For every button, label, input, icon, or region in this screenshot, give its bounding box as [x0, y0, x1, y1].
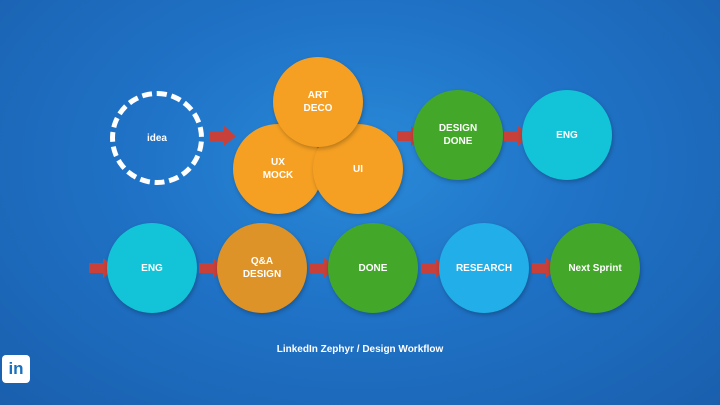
- done-label: DONE: [358, 262, 388, 274]
- eng-bottom-label: ENG: [141, 262, 163, 274]
- qa-design-label: Q&A DESIGN: [242, 256, 282, 280]
- idea-node: idea: [110, 91, 204, 185]
- research-node: RESEARCH: [439, 223, 529, 313]
- arrow-icon: [210, 126, 236, 146]
- logo-text: in: [8, 359, 24, 378]
- next-sprint-node: Next Sprint: [550, 223, 640, 313]
- eng-top-label: ENG: [556, 129, 578, 141]
- idea-label: idea: [146, 132, 167, 144]
- diagram-caption: LinkedIn Zephyr / Design Workflow: [276, 344, 444, 355]
- design-done-label: DESIGN DONE: [438, 123, 478, 147]
- eng-top-node: ENG: [522, 90, 612, 180]
- next-sprint-label: Next Sprint: [568, 262, 622, 274]
- qa-design-node: Q&A DESIGN: [217, 223, 307, 313]
- done-node: DONE: [328, 223, 418, 313]
- art-deco-label: ART DECO: [303, 90, 333, 114]
- linkedin-logo-icon: in: [2, 355, 30, 383]
- ui-label: UI: [353, 163, 363, 175]
- design-done-node: DESIGN DONE: [413, 90, 503, 180]
- ux-mock-label: UX MOCK: [262, 157, 294, 181]
- eng-bottom-node: ENG: [107, 223, 197, 313]
- art-deco-node: ART DECO: [273, 57, 363, 147]
- research-label: RESEARCH: [455, 262, 513, 274]
